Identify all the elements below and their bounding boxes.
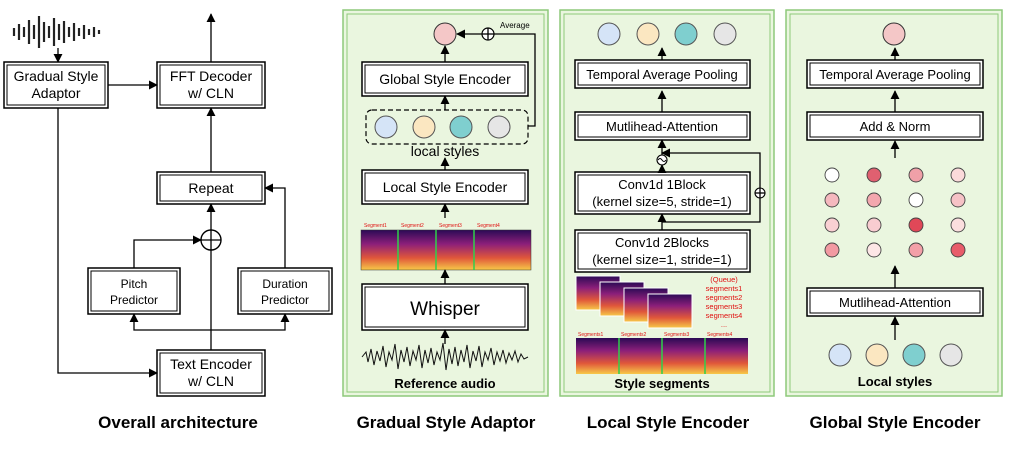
queue-segment-4: segments4 xyxy=(706,311,743,320)
queue-segment-3: segments3 xyxy=(706,302,743,311)
gse-pooling-label: Temporal Average Pooling xyxy=(819,67,971,82)
gradual-style-adaptor-box xyxy=(3,61,109,109)
text-encoder-label-2: w/ CLN xyxy=(187,373,234,389)
duration-predictor-box xyxy=(237,267,333,315)
lse-conv2-label-1: Conv1d 2Blocks xyxy=(615,235,709,250)
lse-conv1-label-1: Conv1d 1Block xyxy=(618,177,706,192)
spectrogram-icon xyxy=(575,275,693,329)
gse-input-circle-teal xyxy=(902,343,926,367)
pitch-predictor-box xyxy=(87,267,181,315)
gsa-segment-3: Segment3 xyxy=(439,223,462,229)
gse-addnorm-label: Add & Norm xyxy=(860,119,931,134)
queue-label: (Queue) xyxy=(710,275,738,284)
lse-output-circle-teal xyxy=(674,22,698,46)
queue-ellipsis: ... xyxy=(721,320,727,329)
lse-conv2-label-2: (kernel size=1, stride=1) xyxy=(592,252,731,267)
lse-conv2-box xyxy=(574,229,751,273)
global-style-output-circle xyxy=(433,22,457,46)
gse-attention-label: Mutlihead-Attention xyxy=(839,295,951,310)
gse-input-circle-blue xyxy=(828,343,852,367)
lse-segment-3: Segments3 xyxy=(664,332,690,338)
overall-architecture: Gradual Style Adaptor FFT Decoder w/ CLN… xyxy=(3,13,333,432)
local-style-circle-blue xyxy=(374,115,398,139)
gsa-panel: Average Global Style Encoder local style… xyxy=(342,9,549,432)
plus-circle-icon xyxy=(200,229,222,251)
gse-input-circle-gray xyxy=(939,343,963,367)
fft-label-1: FFT Decoder xyxy=(170,68,253,84)
caption-overall: Overall architecture xyxy=(98,413,258,432)
text-encoder-label-1: Text Encoder xyxy=(170,356,252,372)
whisper-box xyxy=(361,283,529,331)
duration-label-2: Predictor xyxy=(261,293,309,307)
gsa-local-encoder-label: Local Style Encoder xyxy=(383,179,508,195)
waveform-icon xyxy=(361,342,529,371)
waveform-icon xyxy=(12,16,101,48)
attention-matrix xyxy=(824,167,966,258)
local-style-circle-teal xyxy=(449,115,473,139)
lse-pooling-label: Temporal Average Pooling xyxy=(586,67,738,82)
gse-input-circle-yellow xyxy=(865,343,889,367)
caption-gse: Global Style Encoder xyxy=(810,413,981,432)
local-styles-group xyxy=(365,109,529,145)
lse-segment-2: Segments2 xyxy=(621,332,647,338)
lse-output-circle-gray xyxy=(713,22,737,46)
gse-output-circle xyxy=(882,22,906,46)
repeat-label: Repeat xyxy=(188,180,233,196)
gsa-segment-4: Segment4 xyxy=(477,223,500,229)
caption-lse: Local Style Encoder xyxy=(587,413,750,432)
tilde-circle-icon xyxy=(656,154,668,166)
queue-segment-2: segments2 xyxy=(706,293,743,302)
queue-segment-1: segments1 xyxy=(706,284,743,293)
gsa-label-1: Gradual Style xyxy=(14,68,99,84)
spectrogram-icon xyxy=(360,229,532,271)
gsa-segment-2: Segment2 xyxy=(401,223,424,229)
plus-circle-icon xyxy=(481,27,495,41)
average-label: Average xyxy=(500,21,530,30)
plus-circle-icon xyxy=(754,187,766,199)
text-encoder-box xyxy=(156,349,266,397)
lse-output-circle-blue xyxy=(597,22,621,46)
gse-panel: Temporal Average Pooling Add & Norm Mutl… xyxy=(785,9,1003,432)
gsa-global-encoder-label: Global Style Encoder xyxy=(379,71,511,87)
lse-attention-label: Mutlihead-Attention xyxy=(606,119,718,134)
style-segments-label: Style segments xyxy=(614,376,709,391)
local-style-circle-yellow xyxy=(412,115,436,139)
local-styles-label: local styles xyxy=(411,143,479,159)
gse-pooling-box xyxy=(806,59,984,89)
gsa-segment-1: Segment1 xyxy=(364,223,387,229)
lse-segment-4: Segments4 xyxy=(707,332,733,338)
duration-label-1: Duration xyxy=(262,277,307,291)
pitch-label-1: Pitch xyxy=(121,277,148,291)
lse-segment-1: Segments1 xyxy=(578,332,604,338)
whisper-label: Whisper xyxy=(410,299,480,320)
lse-conv1-label-2: (kernel size=5, stride=1) xyxy=(592,194,731,209)
pitch-label-2: Predictor xyxy=(110,293,158,307)
lse-panel: Temporal Average Pooling Mutlihead-Atten… xyxy=(559,9,775,432)
gse-local-styles-label: Local styles xyxy=(858,374,932,389)
reference-audio-label: Reference audio xyxy=(394,376,495,391)
spectrogram-icon xyxy=(576,338,748,374)
caption-gsa: Gradual Style Adaptor xyxy=(357,413,536,432)
lse-output-circle-yellow xyxy=(636,22,660,46)
gsa-label-2: Adaptor xyxy=(31,85,80,101)
fft-label-2: w/ CLN xyxy=(187,85,234,101)
gse-attention-box xyxy=(806,287,984,317)
local-style-circle-gray xyxy=(487,115,511,139)
lse-pooling-box xyxy=(574,59,751,89)
